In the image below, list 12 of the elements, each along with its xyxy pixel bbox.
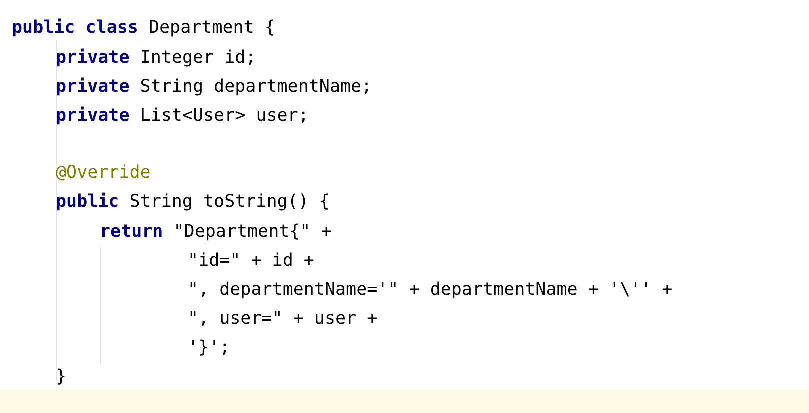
code-line: '}';: [188, 337, 230, 359]
code-line: ", departmentName='" + departmentName + '\'' +: [188, 279, 673, 301]
code-line: @Override: [56, 162, 151, 184]
code-line: private Integer id;: [56, 47, 256, 69]
code-line: private String departmentName;: [56, 76, 372, 98]
code-line: }: [56, 366, 67, 388]
code-line: ", user=" + user +: [188, 308, 378, 330]
code-line: "id=" + id +: [188, 250, 314, 272]
code-line: public String toString() {: [56, 191, 330, 213]
code-line: return "Department{" +: [100, 221, 332, 243]
code-line: private List<User> user;: [56, 105, 309, 127]
code-line: public class Department {: [12, 17, 276, 39]
